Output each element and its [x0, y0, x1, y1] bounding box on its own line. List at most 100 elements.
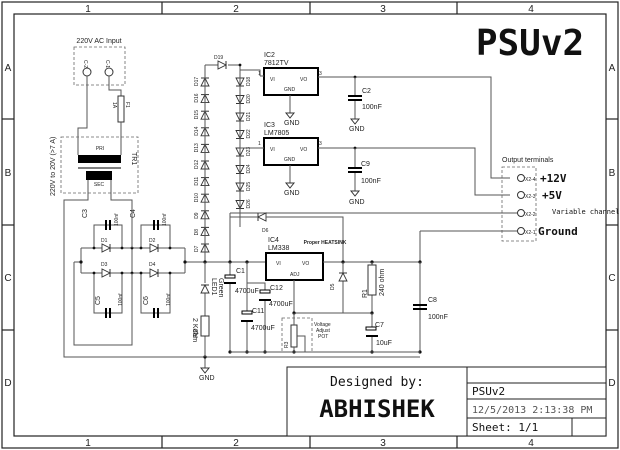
diode-icon — [101, 243, 112, 253]
terminal-label: +12V — [540, 172, 567, 185]
diode-ref: D16 — [194, 93, 200, 102]
cap-ref: C9 — [361, 161, 370, 168]
ic-part: LM7805 — [264, 130, 289, 137]
pin-number: 1 — [258, 71, 261, 77]
pin-number: 3 — [319, 141, 322, 147]
diode-ref: D2 — [149, 238, 156, 244]
terminal-x2-2[interactable]: X2-2 Variable channel — [517, 208, 620, 218]
terminal-icon — [517, 174, 525, 182]
regulator-ic3: IC3 LM7805 VI VO GND 1 3 — [258, 122, 322, 166]
diode-ref: D19 — [214, 55, 223, 61]
pin-label: C-2 — [82, 60, 88, 68]
diode-ref: D11 — [194, 177, 200, 186]
fuse — [117, 95, 125, 123]
cap-ref: C5 — [95, 296, 102, 305]
diode-ref: D15 — [194, 110, 200, 119]
col-label: 2 — [233, 4, 239, 15]
diode-ref: D1 — [101, 238, 108, 244]
cap-value: 4700uF — [269, 301, 293, 308]
cap-value: 100nf — [166, 293, 172, 306]
diode-icon — [149, 268, 160, 278]
row-label: A — [5, 63, 12, 74]
cap-value: 10uF — [376, 340, 392, 347]
diode-ref: D7 — [194, 245, 200, 252]
col-label: 3 — [380, 438, 386, 449]
secondary-label: SEC — [94, 182, 105, 188]
ground-icon — [349, 190, 361, 197]
col-label: 1 — [85, 4, 91, 15]
fuse-value: 1A — [111, 102, 117, 109]
transformer-ref: TR1 — [130, 152, 137, 165]
diode-ref: D21 — [246, 112, 252, 121]
terminal-x2-4[interactable]: X2-4 +12V — [517, 172, 567, 185]
led-icon — [200, 283, 210, 294]
diode-chain: D17D16D15D14D13D12D11D10D9D8D7D18D20D21D… — [194, 77, 252, 253]
diode-icon — [101, 268, 112, 278]
terminal-x2-3[interactable]: X2-3 +5V — [517, 189, 563, 202]
cap-ref: C2 — [362, 88, 371, 95]
cap-ref: C11 — [252, 308, 264, 315]
row-label: B — [609, 168, 616, 179]
resistor-r1 — [367, 264, 377, 296]
gnd-label: GND — [349, 126, 365, 133]
cap-value: 100nf — [114, 213, 120, 226]
cap-value: 100nF — [361, 178, 381, 185]
diode-ref: D13 — [194, 143, 200, 152]
ac-input-label: 220V AC Input — [76, 38, 121, 45]
gnd-label: GND — [284, 190, 300, 197]
gnd-label: GND — [199, 375, 215, 382]
diode-ref: D24 — [246, 164, 252, 173]
diode-icon — [338, 271, 348, 282]
transformer-label: 220V to 20V (>7 A) — [50, 137, 57, 196]
pin-label: VO — [302, 261, 309, 267]
transformer: PRI SEC TR1 220V to 20V (>7 A) — [50, 136, 139, 196]
diode-ref: D8 — [194, 229, 200, 236]
diode-ref: D5 — [330, 283, 336, 290]
diode-ref: D3 — [101, 262, 108, 268]
row-label: A — [609, 63, 616, 74]
terminal-icon — [104, 67, 114, 77]
pin-label: GND — [284, 157, 296, 163]
terminal-label: +5V — [542, 189, 562, 202]
diode-icon — [256, 212, 267, 222]
diode-ref: D17 — [194, 77, 200, 86]
pin-label: GND — [284, 87, 296, 93]
cap-value: 100nF — [428, 314, 448, 321]
designed-by-label: Designed by: — [330, 375, 424, 390]
col-label: 3 — [380, 4, 386, 15]
bridge-rectifier: D1 D2 D3 D4 C3 100nf C4 100nf C5 100nf C… — [74, 209, 205, 318]
pin-label: VI — [270, 77, 275, 83]
terminal-x2-1[interactable]: X2-1 Ground — [517, 225, 578, 238]
col-label: 2 — [233, 438, 239, 449]
terminal-pin: X2-1 — [525, 230, 536, 236]
title-block-name: PSUv2 — [472, 385, 505, 398]
title-block-sheet: Sheet: 1/1 — [472, 421, 538, 434]
cap-ref: C4 — [130, 209, 137, 218]
gnd-label: GND — [284, 120, 300, 127]
col-label: 4 — [528, 438, 534, 449]
output-terminals-label: Output terminals — [502, 157, 554, 164]
pin-label: C-1 — [104, 60, 110, 68]
resistor-value: 2 Kohm — [191, 318, 198, 342]
diode-ref: D20 — [246, 94, 252, 103]
diode-ref: D25 — [246, 182, 252, 191]
terminal-label: Ground — [538, 225, 578, 238]
primary-label: PRI — [96, 146, 104, 152]
diode-ref: D18 — [246, 77, 252, 86]
ic-ref: IC4 — [268, 237, 279, 244]
ground-icon — [199, 367, 211, 374]
output-terminals: Output terminals X2-4 +12V X2-3 +5V X2-2… — [501, 157, 620, 242]
cap-ref: C7 — [375, 322, 384, 329]
pot-ref: R3 — [284, 341, 290, 348]
cap-ref: C1 — [236, 268, 245, 275]
col-label: 1 — [85, 438, 91, 449]
ic-ref: IC3 — [264, 122, 275, 129]
diode-ref: D14 — [194, 126, 200, 135]
led-color: Green — [217, 278, 224, 298]
heatsink-note: Proper HEATSINK — [304, 240, 347, 246]
diode-ref: D4 — [149, 262, 156, 268]
pin-label: ADJ — [290, 272, 300, 278]
